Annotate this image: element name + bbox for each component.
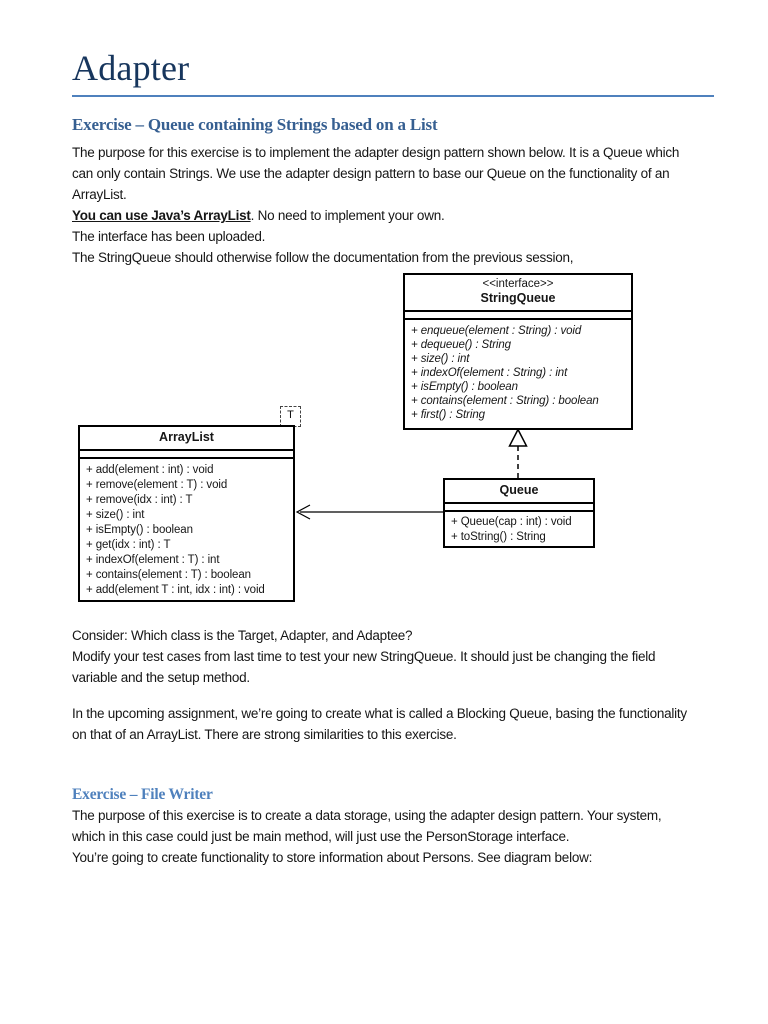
paragraph-interface-uploaded: The interface has been uploaded. [72, 229, 266, 244]
document-content: Adapter Exercise – Queue containing Stri… [72, 0, 714, 868]
paragraph-arraylist-note: You can use Java’s ArrayList. No need to… [72, 205, 714, 226]
paragraph-filewriter-purpose: The purpose of this exercise is to creat… [72, 808, 662, 865]
paragraph-gap [72, 688, 714, 703]
page-title: Adapter [72, 48, 190, 88]
paragraph-purpose: The purpose for this exercise is to impl… [72, 145, 680, 202]
section1-heading: Exercise – Queue containing Strings base… [72, 115, 438, 134]
paragraph-modify-tests: Modify your test cases from last time to… [72, 649, 656, 685]
paragraph-upcoming-assignment: In the upcoming assignment, we’re going … [72, 706, 687, 742]
arraylist-note-rest: . No need to implement your own. [250, 208, 445, 223]
paragraph-follow-docs: The StringQueue should otherwise follow … [72, 250, 574, 265]
section2-heading: Exercise – File Writer [72, 786, 213, 803]
paragraph-consider: Consider: Which class is the Target, Ada… [72, 628, 413, 643]
diagram-spacer [72, 268, 714, 625]
title-rule [72, 95, 714, 97]
arraylist-note-emphasis: You can use Java’s ArrayList [72, 208, 251, 223]
